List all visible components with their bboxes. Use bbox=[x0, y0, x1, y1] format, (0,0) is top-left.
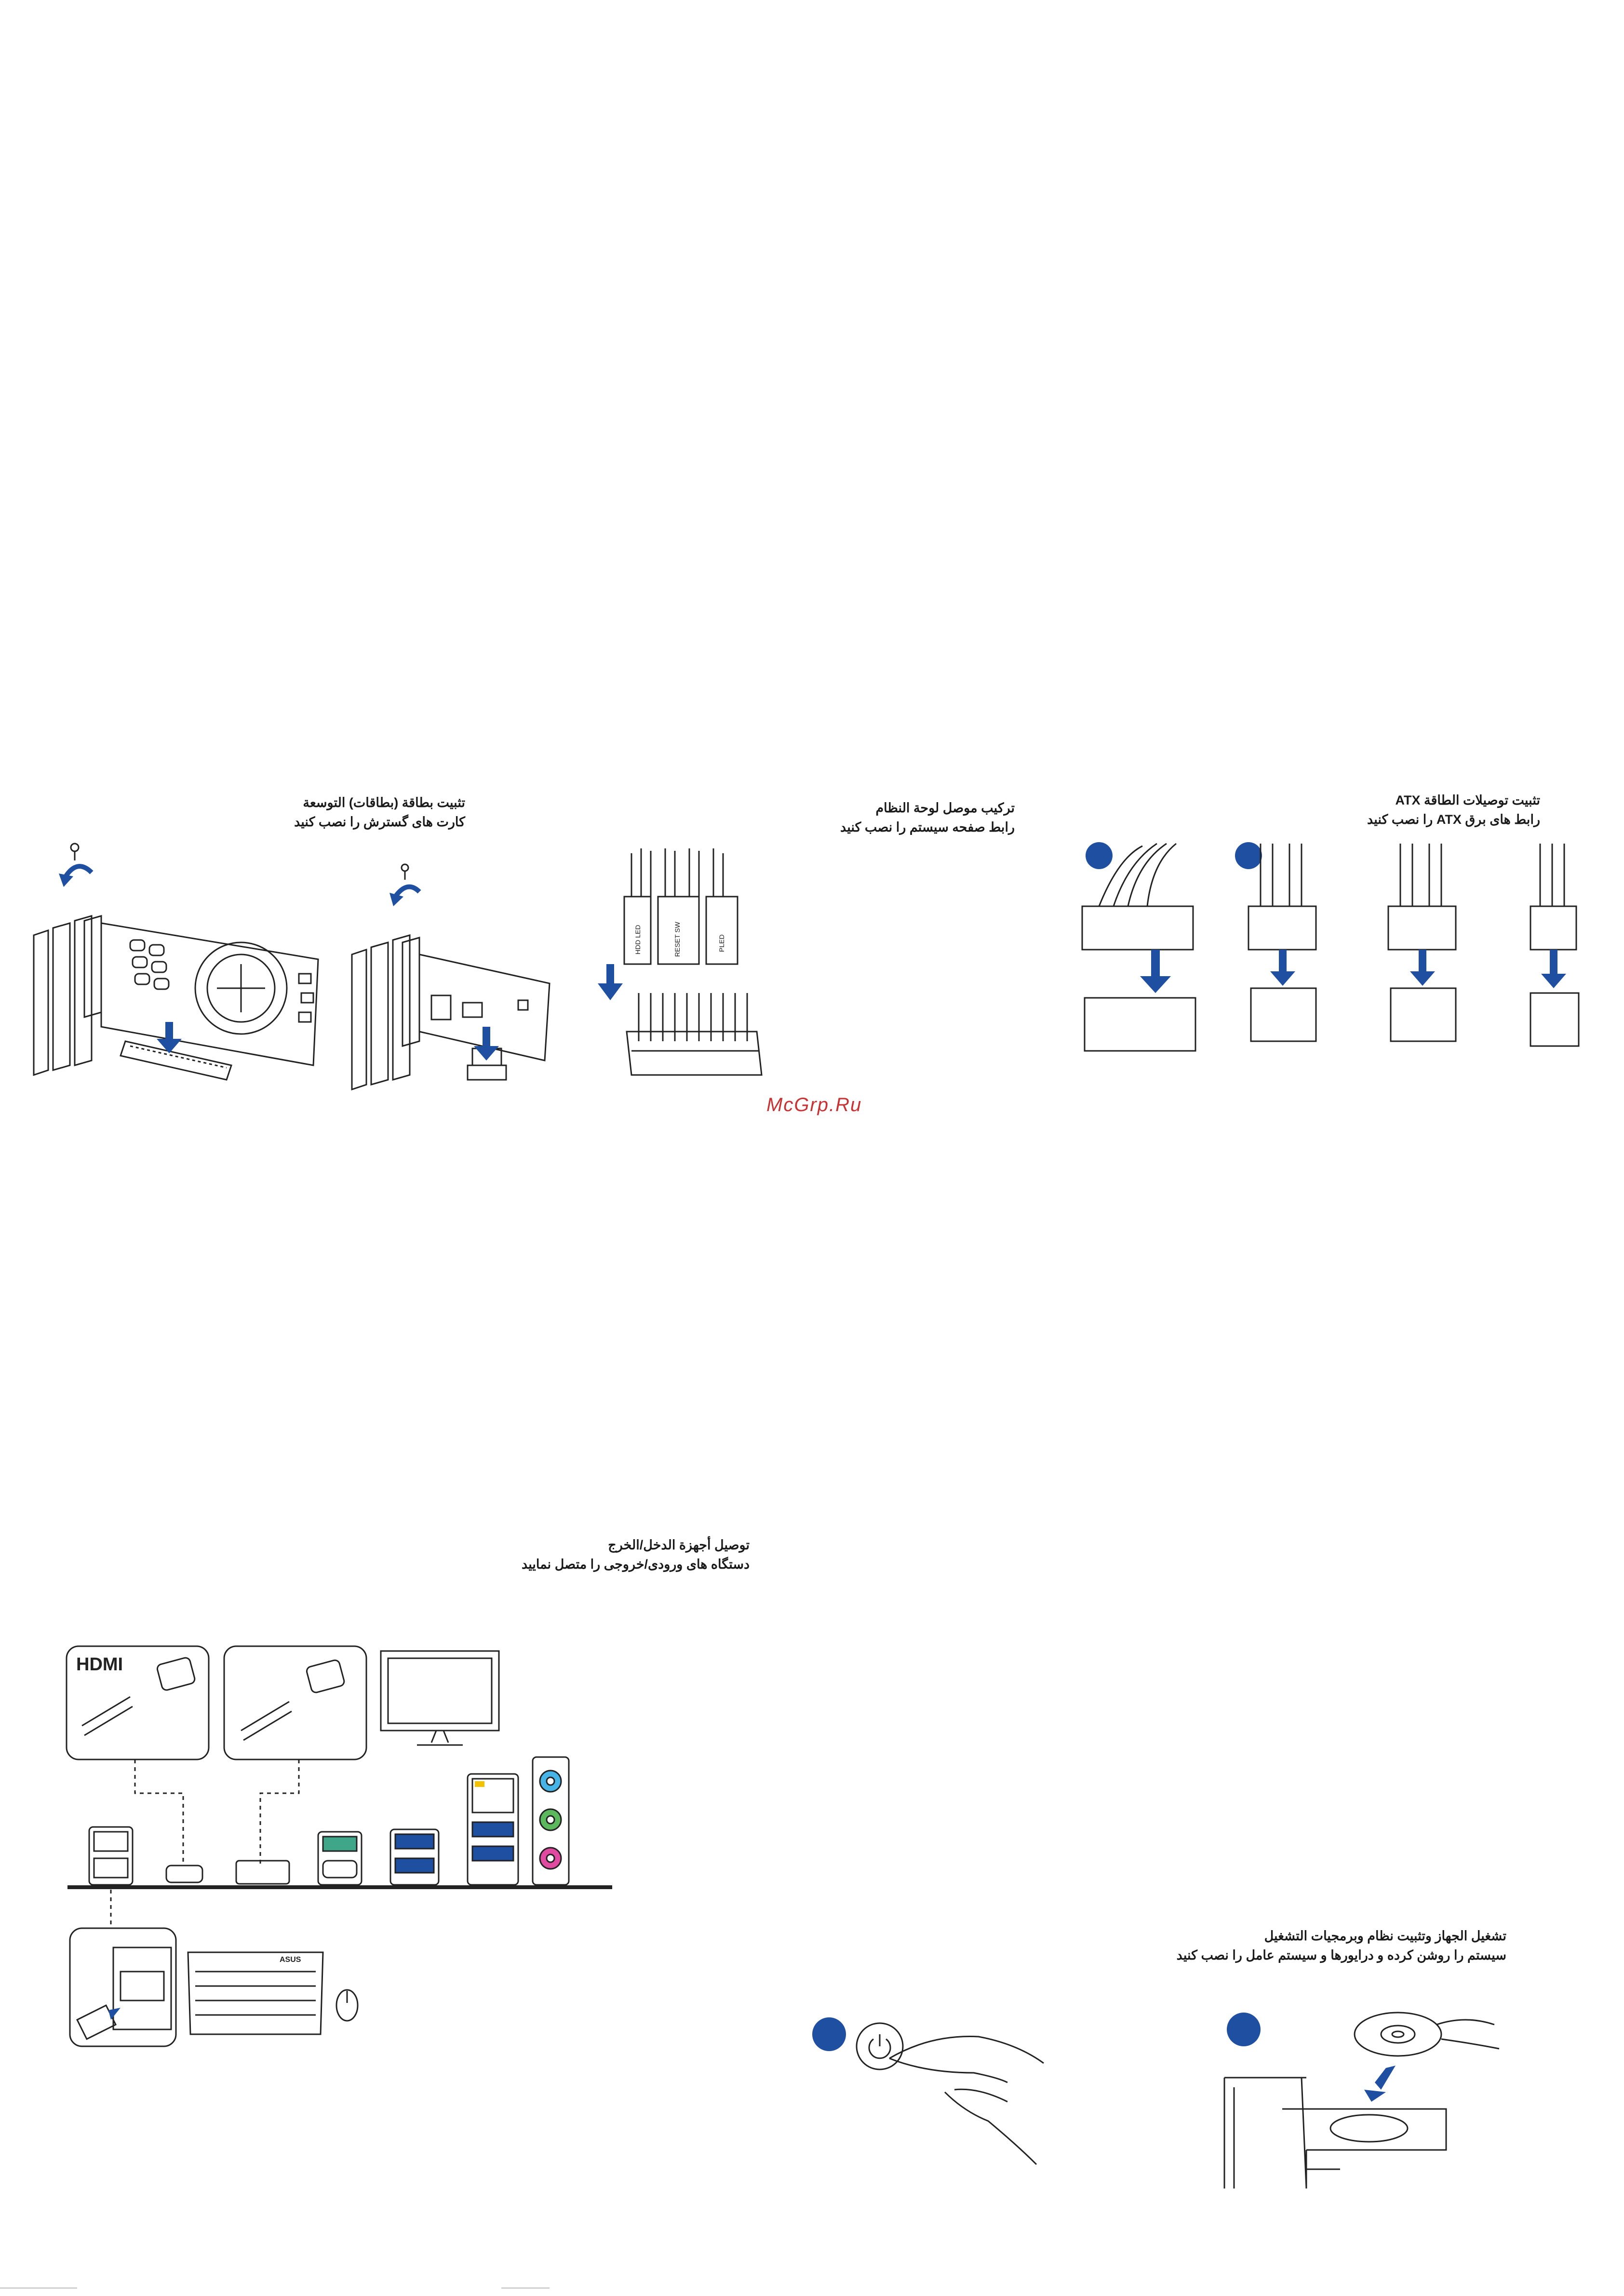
keyboard-brand: ASUS bbox=[280, 1956, 301, 1964]
atx-heading: تثبيت توصيلات الطاقة ATX رابط های برق AT… bbox=[1367, 791, 1540, 829]
expansion-title: تثبيت بطاقة (بطاقات) التوسعة bbox=[303, 795, 465, 810]
down-arrow-icon bbox=[1140, 950, 1171, 993]
power-button-icon bbox=[868, 2034, 891, 2059]
io-heading: توصيل أجهزة الدخل/الخرج دستگاه های ورودی… bbox=[522, 1535, 750, 1574]
panel-connector-figure: HDD LED RESET SW PLED bbox=[598, 848, 763, 1076]
footer-rule-center bbox=[501, 2287, 550, 2289]
screw-icon bbox=[70, 843, 80, 860]
pin-label-pled: PLED bbox=[718, 934, 725, 952]
expansion-card-small-figure bbox=[351, 863, 550, 1091]
power-heading: تشغيل الجهاز وتثبيت نظام وبرمجيات التشغي… bbox=[1177, 1926, 1506, 1965]
os-install-figure bbox=[1223, 2012, 1500, 2189]
pin-label-reset-sw: RESET SW bbox=[673, 921, 681, 957]
io-subtitle: دستگاه های ورودی/خروجی را متصل نمایید bbox=[522, 1557, 750, 1571]
io-title: توصيل أجهزة الدخل/الخرج bbox=[608, 1538, 750, 1552]
panel-subtitle: رابط صفحه سیستم را نصب کنید bbox=[840, 820, 1015, 834]
optical-disc-icon bbox=[1354, 2012, 1442, 2057]
power-subtitle: سیستم را روشن کرده و درایورها و سیستم عا… bbox=[1176, 1948, 1506, 1962]
atx-title: تثبيت توصيلات الطاقة ATX bbox=[1395, 793, 1540, 807]
pin-label-hdd-led: HDD LED bbox=[634, 925, 642, 954]
expansion-card-large-figure bbox=[33, 843, 319, 1081]
panel-title: تركيب موصل لوحة النظام bbox=[875, 801, 1015, 815]
io-devices-figure: HDMI ASUS bbox=[66, 1645, 612, 2047]
power-on-figure bbox=[812, 2017, 1044, 2165]
atx-power-figure bbox=[1081, 842, 1580, 1052]
atx-subtitle: رابط های برق ATX را نصب کنید bbox=[1367, 812, 1540, 827]
hdmi-logo: HDMI bbox=[76, 1654, 123, 1675]
footer-rule-left bbox=[0, 2287, 77, 2289]
panel-heading: تركيب موصل لوحة النظام رابط صفحه سیستم ر… bbox=[840, 798, 1015, 837]
down-arrow-icon bbox=[157, 1022, 182, 1053]
power-title: تشغيل الجهاز وتثبيت نظام وبرمجيات التشغي… bbox=[1264, 1929, 1506, 1943]
expansion-heading: تثبيت بطاقة (بطاقات) التوسعة کارت های گس… bbox=[294, 793, 465, 832]
watermark: McGrp.Ru bbox=[766, 1094, 862, 1115]
expansion-subtitle: کارت های گسترش را نصب کنید bbox=[294, 815, 465, 829]
rotate-arrow-icon bbox=[63, 864, 94, 879]
